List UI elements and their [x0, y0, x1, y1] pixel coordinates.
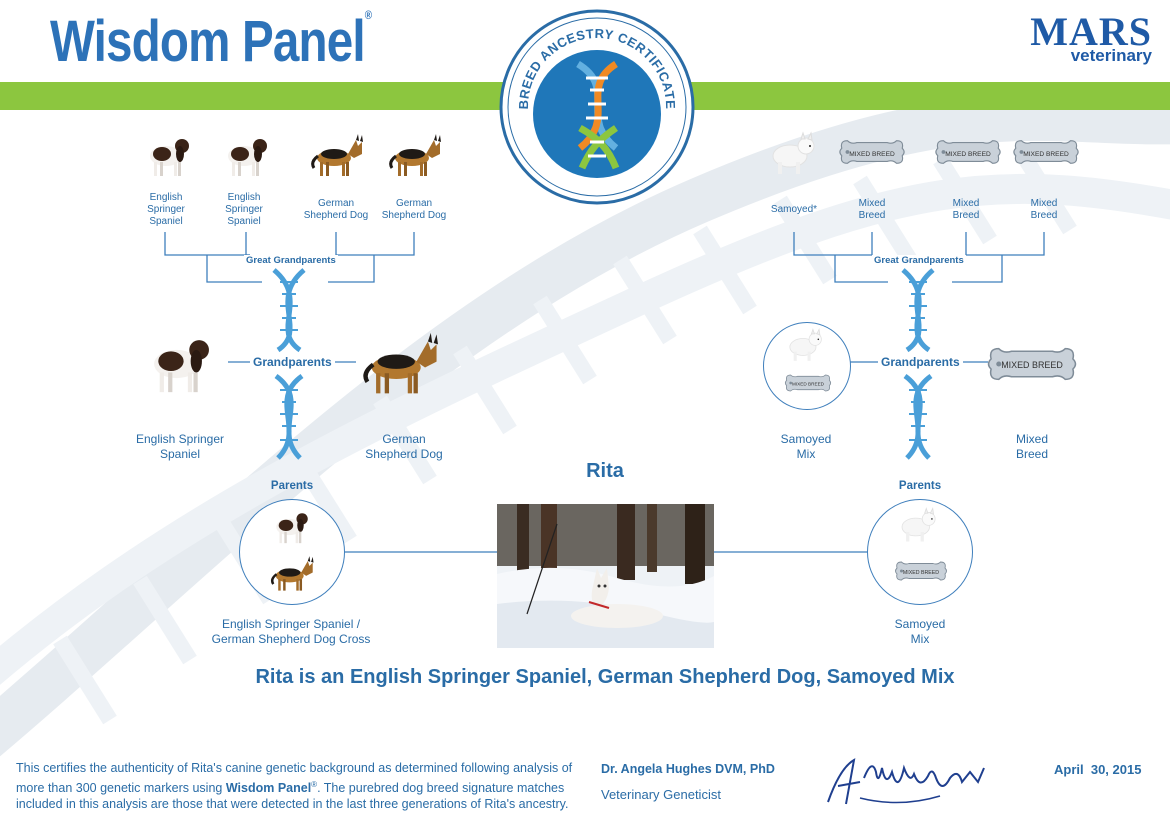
right-great-grandparent-label-1: Samoyed* [770, 204, 818, 215]
certificate-date: April 30, 2015 [1054, 762, 1142, 777]
svg-text:MIXED BREED: MIXED BREED [1001, 360, 1063, 370]
left-great-grandparents-heading: Great Grandparents [244, 255, 338, 266]
product-name: Wisdom Panel [225, 780, 312, 795]
svg-text:MIXED BREED: MIXED BREED [849, 151, 895, 158]
springer-spaniel-icon [276, 513, 308, 544]
right-parent-circle: MIXED BREED [867, 499, 973, 605]
mixed-breed-tag-icon: MIXED BREED [895, 561, 947, 581]
svg-text:MIXED BREED: MIXED BREED [792, 382, 825, 387]
left-parent-label: English Springer Spaniel /German Shepher… [211, 617, 371, 646]
dog-photo [497, 504, 714, 648]
samoyed-icon [901, 508, 936, 542]
partner-subname: veterinary [1070, 46, 1152, 65]
samoyed-icon [789, 328, 822, 362]
left-parent-circle [239, 499, 345, 605]
mixed-breed-tag-icon: MIXED BREED [987, 347, 1077, 381]
mixed-breed-tag-icon: MIXED BREED [1013, 140, 1079, 164]
right-great-grandparents-heading: Great Grandparents [872, 255, 966, 266]
certification-text: This certifies the authenticity of Rita'… [16, 761, 573, 812]
handwritten-signature [827, 758, 985, 805]
svg-text:MIXED BREED: MIXED BREED [945, 151, 991, 158]
left-parents-heading: Parents [270, 480, 314, 492]
brand-name: Wisdom Panel [50, 9, 366, 74]
german-shepherd-icon [389, 132, 443, 178]
right-parents-heading: Parents [898, 480, 942, 492]
signatory-title: Veterinary Geneticist [601, 787, 721, 802]
springer-spaniel-icon [228, 139, 267, 176]
mars-veterinary-logo: MARS veterinary [1030, 9, 1152, 65]
breed-summary: Rita is an English Springer Spaniel, Ger… [255, 666, 955, 688]
svg-text:MIXED BREED: MIXED BREED [1023, 151, 1069, 158]
dna-icon [576, 61, 620, 170]
breed-ancestry-seal: BREED ANCESTRY CERTIFICATE [499, 9, 695, 205]
german-shepherd-icon [270, 554, 315, 592]
dog-name: Rita [586, 460, 624, 482]
springer-spaniel-icon [150, 139, 189, 176]
german-shepherd-icon [360, 330, 444, 402]
left-grandparents-heading: Grandparents [250, 355, 335, 369]
mixed-breed-tag-icon: MIXED BREED [935, 140, 1001, 164]
signatory-name: Dr. Angela Hughes DVM, PhD [601, 762, 775, 776]
right-grandparent-circle: MIXED BREED [763, 322, 851, 410]
german-shepherd-icon [311, 132, 365, 178]
mixed-breed-tag-icon: MIXED BREED [784, 374, 832, 392]
mixed-breed-tag-icon: MIXED BREED [839, 140, 905, 164]
wisdom-panel-logo: Wisdom Panel® [50, 8, 372, 75]
samoyed-icon [772, 132, 815, 175]
svg-text:MIXED BREED: MIXED BREED [903, 570, 939, 576]
partner-name: MARS [1030, 9, 1152, 54]
right-grandparents-heading: Grandparents [878, 355, 963, 369]
springer-spaniel-icon [154, 340, 209, 393]
registered-mark: ® [364, 8, 372, 22]
